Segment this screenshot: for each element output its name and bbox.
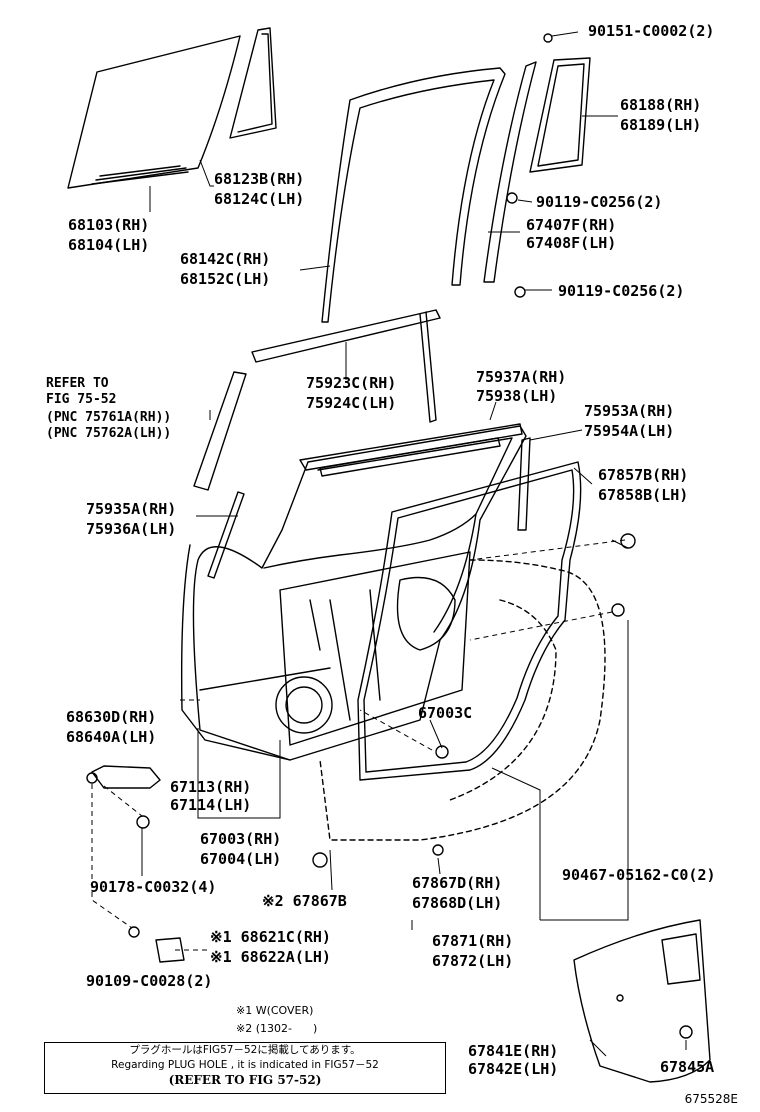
outer-weatherstrip — [299, 423, 523, 471]
label-90467-05162: 90467-05162-C0(2) — [562, 866, 716, 884]
label-67868d: 67868D(LH) — [412, 894, 503, 912]
bolt-90119-lower — [514, 286, 526, 298]
label-67858b: 67858B(LH) — [598, 486, 689, 504]
label-68142c: 68142C(RH) — [180, 250, 271, 268]
quarter-glass — [229, 27, 277, 139]
label-75938: 75938(LH) — [476, 387, 558, 405]
clip-90109 — [128, 926, 140, 938]
clip-90178 — [136, 815, 150, 829]
label-90178-c0032: 90178-C0032(4) — [90, 878, 217, 896]
label-75953a: 75953A(RH) — [584, 402, 675, 420]
note-cover: ※1 W(COVER) — [236, 1004, 314, 1017]
label-67841e: 67841E(RH) — [468, 1042, 559, 1060]
refer-text-3: (PNC 75761A(RH)) — [46, 410, 172, 425]
clip-90467 — [611, 603, 625, 617]
label-75935a: 75935A(RH) — [86, 500, 177, 518]
label-68189: 68189(LH) — [620, 116, 702, 134]
lower-garnish — [207, 491, 245, 579]
label-67113: 67113(RH) — [170, 778, 252, 796]
bolt-90119-upper — [506, 192, 518, 204]
pillar-garnish — [193, 371, 247, 491]
service-hole-cover — [573, 919, 711, 1083]
label-67857b: 67857B(RH) — [598, 466, 689, 484]
label-68104: 68104(LH) — [68, 236, 150, 254]
division-bar — [483, 61, 537, 283]
label-68630d: 68630D(RH) — [66, 708, 157, 726]
label-90109-c0028: 90109-C0028(2) — [86, 972, 213, 990]
speaker-hole — [275, 676, 333, 734]
label-67872: 67872(LH) — [432, 952, 514, 970]
refer-text-1: REFER TO — [46, 376, 109, 391]
label-67842e: 67842E(LH) — [468, 1060, 559, 1078]
label-67114: 67114(LH) — [170, 796, 252, 814]
label-90119-c0256-upper: 90119-C0256(2) — [536, 193, 663, 211]
refer-text-4: (PNC 75762A(LH)) — [46, 426, 172, 441]
label-67407f: 67407F(RH) — [526, 216, 617, 234]
label-67003: 67003(RH) — [200, 830, 282, 848]
rear-strip — [517, 437, 531, 531]
belt-moulding — [251, 309, 441, 363]
door-glass — [67, 35, 241, 189]
label-67871: 67871(RH) — [432, 932, 514, 950]
label-68152c: 68152C(LH) — [180, 270, 271, 288]
label-67003c: 67003C — [418, 704, 473, 722]
label-68640a: 68640A(LH) — [66, 728, 157, 746]
clip-67867b — [312, 852, 328, 868]
label-75937a: 75937A(RH) — [476, 368, 567, 386]
label-67004: 67004(LH) — [200, 850, 282, 868]
label-75954a: 75954A(LH) — [584, 422, 675, 440]
label-90151-c0002: 90151-C0002(2) — [588, 22, 715, 40]
note-date: ※2 (1302- ) — [236, 1022, 318, 1035]
hinge-cover — [155, 937, 185, 963]
label-75936a: 75936A(LH) — [86, 520, 177, 538]
label-90119-c0256-lower: 90119-C0256(2) — [558, 282, 685, 300]
note-japanese: プラグホールはFIG57－52に掲載してあります。 — [129, 1044, 361, 1056]
label-75923c: 75923C(RH) — [306, 374, 397, 392]
label-68103: 68103(RH) — [68, 216, 150, 234]
label-68188: 68188(RH) — [620, 96, 702, 114]
label-68123b: 68123B(RH) — [214, 170, 305, 188]
label-67867d: 67867D(RH) — [412, 874, 503, 892]
door-weatherstrip — [357, 461, 582, 781]
clip-67003c — [435, 745, 449, 759]
note-refer: (REFER TO FIG 57-52) — [168, 1073, 322, 1087]
label-67867b: ※2 67867B — [262, 892, 347, 910]
label-75924c: 75924C(LH) — [306, 394, 397, 412]
label-68622a: ※1 68622A(LH) — [210, 948, 331, 966]
label-68124c: 68124C(LH) — [214, 190, 305, 208]
door-check — [91, 765, 161, 789]
label-67845a: 67845A — [660, 1058, 715, 1076]
vent-glass — [529, 57, 591, 173]
glass-run-channel — [321, 67, 506, 323]
note-english: Regarding PLUG HOLE , it is indicated in… — [111, 1059, 379, 1071]
catalog-number: 675528E — [684, 1092, 738, 1106]
plug-67845a — [679, 1025, 693, 1039]
plug-hole-note-box: プラグホールはFIG57－52に掲載してあります。 Regarding PLUG… — [44, 1042, 446, 1094]
refer-text-2: FIG 75-52 — [46, 392, 117, 407]
label-67408f: 67408F(LH) — [526, 234, 617, 252]
clip-67867d — [432, 844, 444, 856]
label-68621c: ※1 68621C(RH) — [210, 928, 331, 946]
door-panel — [192, 425, 527, 761]
bolt-90151 — [543, 33, 553, 43]
